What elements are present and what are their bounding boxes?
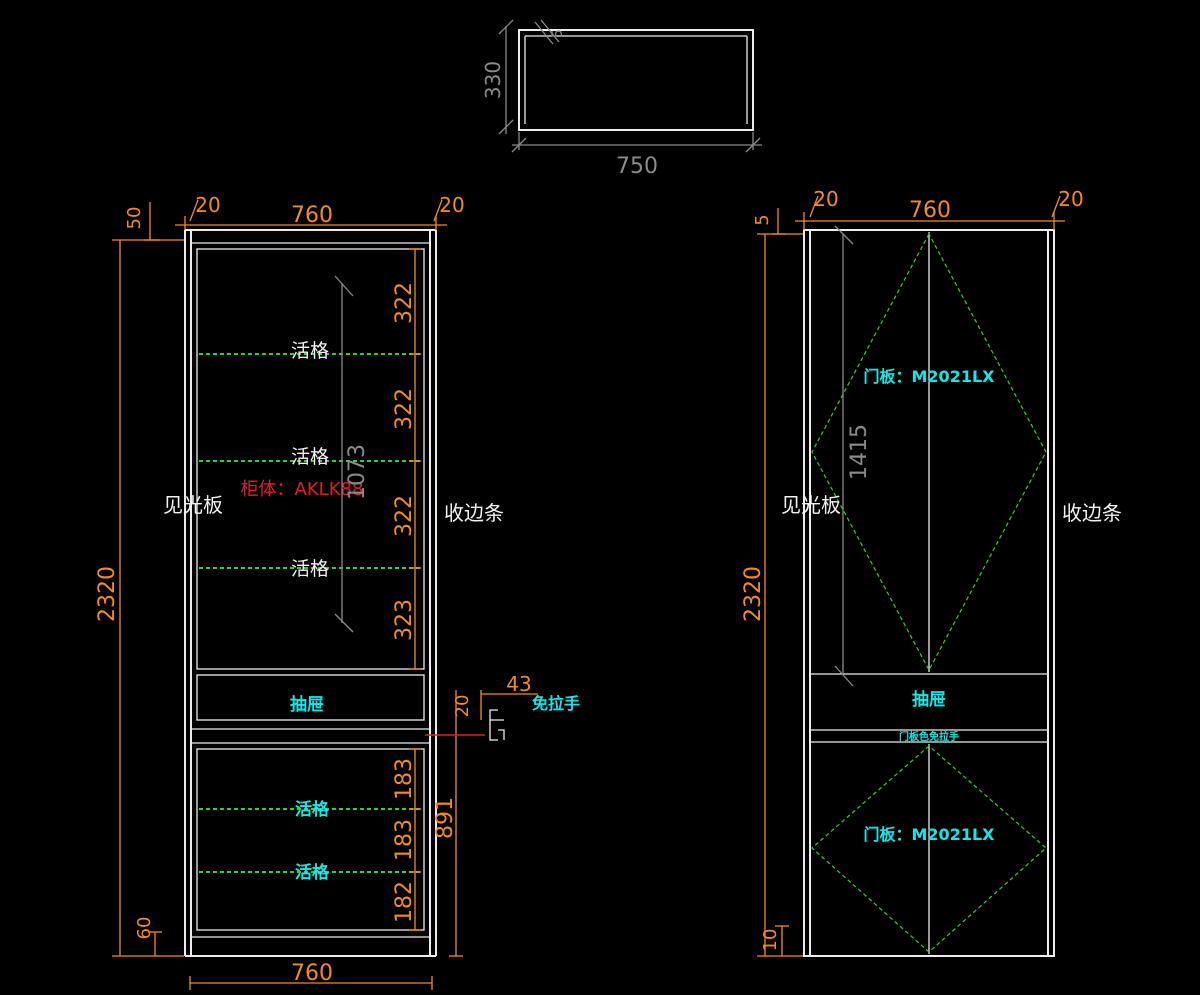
overall-height-label: 2320 bbox=[741, 566, 766, 622]
dim-leader bbox=[189, 199, 199, 222]
top-offset-label: 5 bbox=[752, 214, 773, 225]
left-side-label: 见光板 bbox=[781, 493, 841, 517]
left-edge-label: 20 bbox=[813, 187, 838, 211]
drawer-label: 抽屉 bbox=[912, 689, 946, 710]
dim-leader bbox=[809, 195, 819, 218]
front-right-view: 门板：M2021LX 门板：M2021LX 抽屉 门板色免拉手 见光板 收边条 … bbox=[741, 187, 1122, 957]
drawer-box bbox=[196, 674, 425, 721]
right-edge-label: 20 bbox=[1058, 187, 1083, 211]
door-upper-swing bbox=[811, 232, 1047, 672]
dim-tick bbox=[511, 137, 527, 153]
door-span-label: 1415 bbox=[847, 424, 872, 480]
dim-tick bbox=[334, 275, 354, 297]
dim-tick bbox=[540, 19, 560, 43]
upper-row-1: 322 bbox=[392, 282, 417, 324]
right-outer bbox=[803, 229, 1055, 957]
dim-tick bbox=[498, 19, 514, 35]
upper-row-2: 322 bbox=[392, 388, 417, 430]
top-view-width-label: 750 bbox=[616, 154, 658, 179]
right-side-label: 收边条 bbox=[444, 501, 504, 525]
top-view-outline bbox=[518, 29, 754, 131]
right-edge-label: 20 bbox=[439, 193, 464, 217]
cabinet-label: 柜体：AKLK88 bbox=[241, 479, 364, 500]
shelf-label-lower: 活格 bbox=[295, 862, 330, 883]
door-lower-label: 门板：M2021LX bbox=[864, 825, 996, 844]
dim-tick bbox=[334, 613, 354, 633]
top-offset-label: 50 bbox=[124, 207, 145, 230]
upper-row-3: 322 bbox=[392, 495, 417, 537]
shelf-label-lower: 活格 bbox=[295, 799, 330, 820]
handle-profile bbox=[489, 709, 505, 741]
bottom-offset-label: 10 bbox=[760, 929, 781, 952]
top-view-depth-label: 330 bbox=[481, 61, 505, 99]
shelf-label: 活格 bbox=[291, 558, 329, 580]
door-upper-label: 门板：M2021LX bbox=[864, 367, 996, 386]
door-lower-swing bbox=[811, 745, 1047, 953]
drawer-label: 抽屉 bbox=[290, 694, 324, 715]
bottom-offset-label: 60 bbox=[134, 917, 155, 940]
overall-height-label: 2320 bbox=[95, 566, 120, 622]
shelf-label: 活格 bbox=[291, 340, 329, 362]
top-view-edge-label: 5 bbox=[550, 29, 566, 38]
left-side-label: 见光板 bbox=[163, 493, 223, 517]
dim-tick bbox=[745, 137, 761, 153]
drawer-note: 门板色免拉手 bbox=[899, 730, 959, 743]
front-left-view: 活格 活格 活格 活格 活格 抽屉 柜体：AKLK88 见光板 收边条 1073… bbox=[95, 193, 580, 990]
shelf-label: 活格 bbox=[291, 446, 329, 468]
lower-span-label: 891 bbox=[433, 797, 458, 839]
handle-height-label: 20 bbox=[452, 695, 473, 718]
lower-compartment bbox=[196, 748, 425, 931]
lower-row-1: 183 bbox=[392, 758, 417, 800]
dim-tick bbox=[534, 21, 554, 45]
top-view: 750 330 5 bbox=[481, 19, 762, 179]
dim-tick bbox=[498, 119, 514, 135]
handle-label: 免拉手 bbox=[532, 694, 580, 713]
dim-tick bbox=[834, 225, 854, 245]
lower-row-3: 182 bbox=[392, 881, 417, 923]
bottom-width-label: 760 bbox=[291, 961, 333, 986]
lower-row-2: 183 bbox=[392, 819, 417, 861]
dim-tick bbox=[834, 665, 854, 687]
left-edge-label: 20 bbox=[195, 193, 220, 217]
dim-leader bbox=[433, 199, 443, 222]
top-width-label: 760 bbox=[291, 203, 333, 228]
upper-span-label: 1073 bbox=[345, 444, 370, 500]
top-width-label: 760 bbox=[909, 198, 951, 223]
dim-leader bbox=[1051, 195, 1061, 218]
upper-row-4: 323 bbox=[392, 599, 417, 641]
upper-compartment bbox=[196, 248, 425, 670]
handle-width-label: 43 bbox=[506, 672, 531, 696]
right-side-label: 收边条 bbox=[1062, 501, 1122, 525]
